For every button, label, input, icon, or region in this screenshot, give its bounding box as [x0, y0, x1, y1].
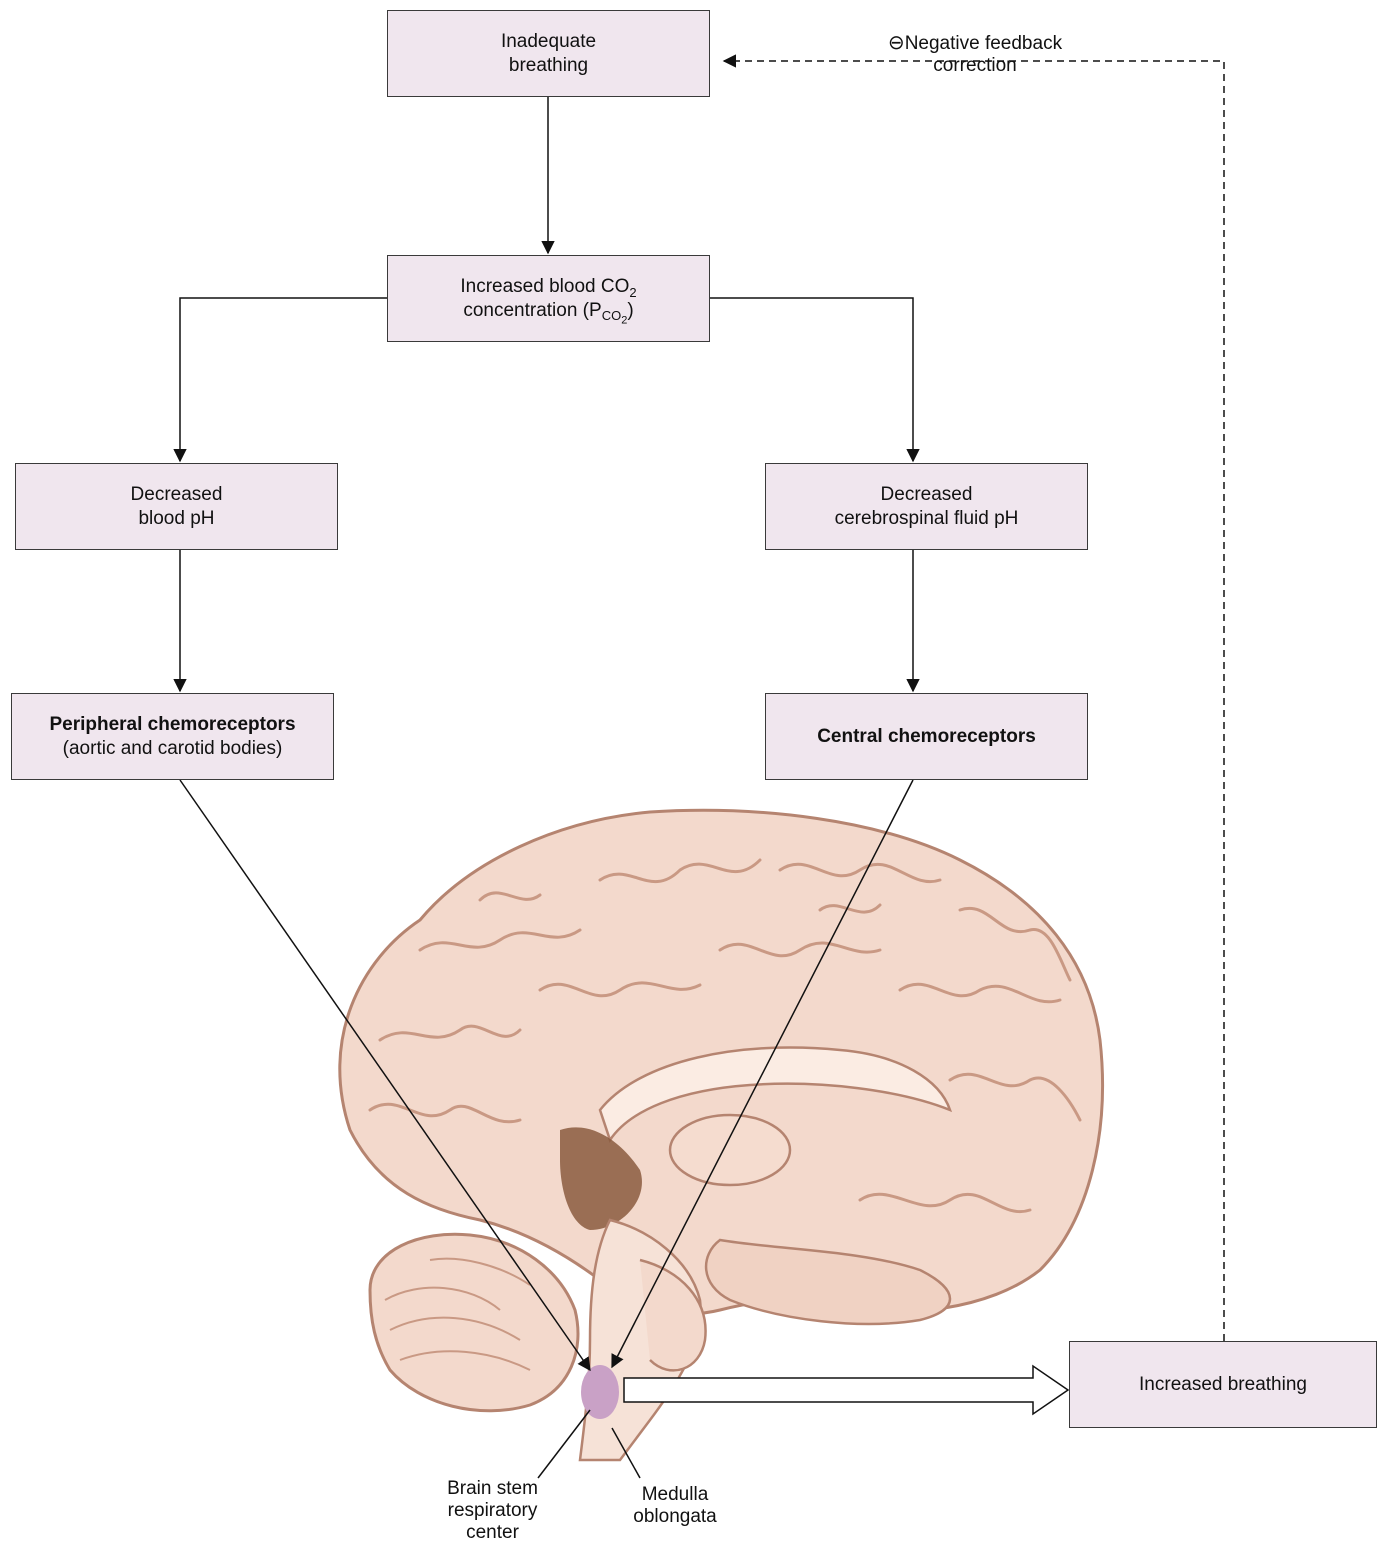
corpus-callosum — [598, 1046, 953, 1143]
co2-line2-sub-text: CO — [601, 308, 622, 324]
medulla-line1: Medulla — [641, 1484, 709, 1505]
co2-line1-sub: 2 — [629, 284, 637, 300]
medulla-oblongata-label: Medulla oblongata — [610, 1484, 740, 1528]
blood-ph-line2: blood pH — [138, 507, 215, 529]
medulla-line2: oblongata — [633, 1506, 717, 1527]
node-inadequate-breathing: Inadequate breathing — [387, 10, 710, 97]
blood-ph-line1: Decreased — [130, 483, 223, 505]
ventricle — [560, 1127, 642, 1230]
arrow-co2-to-blood-ph — [173, 297, 387, 463]
thalamus — [668, 1113, 792, 1187]
co2-line1: Increased blood CO2 — [460, 275, 636, 299]
brainstem-respiratory-center-label: Brain stem respiratory center — [425, 1478, 560, 1544]
connectors — [173, 97, 920, 1479]
respiratory-center — [581, 1365, 619, 1419]
co2-line1-text: Increased blood CO — [460, 275, 630, 297]
co2-line2-text: concentration (P — [463, 299, 602, 321]
gyri — [368, 858, 1082, 1214]
arrow-central-to-center — [611, 779, 914, 1369]
co2-line2: concentration (PCO2) — [463, 299, 634, 327]
node-decreased-csf-ph: Decreased cerebrospinal fluid pH — [765, 463, 1088, 550]
block-arrow-to-increased-breathing — [623, 1364, 1070, 1416]
brainstem-line1: Brain stem — [447, 1478, 538, 1499]
csf-ph-line1: Decreased — [880, 483, 973, 505]
node-decreased-blood-ph: Decreased blood pH — [15, 463, 338, 550]
arrow-peripheral-to-center — [179, 779, 591, 1372]
central-title: Central chemoreceptors — [817, 725, 1036, 747]
inadequate-line1: Inadequate — [500, 30, 597, 52]
feedback-line1: Negative feedback — [904, 33, 1063, 54]
pons — [639, 1258, 707, 1372]
brain-illustration — [338, 808, 1104, 1462]
co2-line2-end: ) — [627, 299, 634, 321]
node-increased-co2: Increased blood CO2 concentration (PCO2) — [387, 255, 710, 342]
negative-feedback-line — [722, 54, 1225, 1341]
increased-breathing-label: Increased breathing — [1139, 1373, 1307, 1395]
node-increased-breathing: Increased breathing — [1069, 1341, 1377, 1428]
cerebellum-folia — [384, 1257, 531, 1371]
leader-brainstem — [537, 1409, 591, 1479]
brainstem-line3: center — [466, 1522, 519, 1543]
peripheral-title: Peripheral chemoreceptors — [49, 713, 296, 735]
temporal-lobe — [704, 1238, 952, 1326]
brainstem-line2: respiratory — [447, 1500, 538, 1521]
inadequate-line2: breathing — [508, 54, 589, 76]
co2-line2-subsub: 2 — [621, 314, 628, 327]
node-central-chemoreceptors: Central chemoreceptors — [765, 693, 1088, 780]
leader-medulla — [611, 1427, 641, 1479]
peripheral-subtitle: (aortic and carotid bodies) — [62, 737, 283, 759]
node-peripheral-chemoreceptors: Peripheral chemoreceptors (aortic and ca… — [11, 693, 334, 780]
negative-feedback-label: ⊖Negative feedback correction — [850, 32, 1100, 77]
arrow-co2-to-csf-ph — [710, 297, 920, 463]
minus-circle-icon: ⊖ — [887, 32, 905, 54]
feedback-line2: correction — [933, 55, 1017, 76]
co2-line2-sub: CO2 — [601, 308, 628, 326]
csf-ph-line2: cerebrospinal fluid pH — [834, 507, 1019, 529]
